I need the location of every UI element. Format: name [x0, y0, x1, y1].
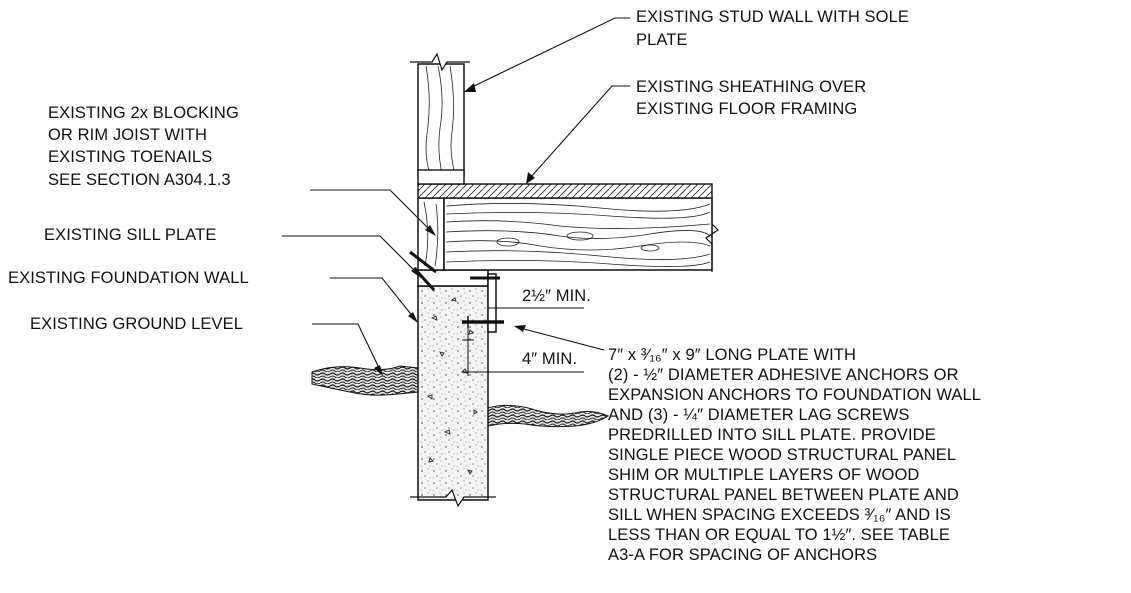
plate-note-line-2: (2) - ½″ DIAMETER ADHESIVE ANCHORS OR — [608, 366, 959, 384]
dim-sill-edge: 2½″ MIN. — [522, 287, 591, 305]
label-sheathing-line-2: EXISTING FLOOR FRAMING — [636, 100, 858, 118]
label-blocking-line-2: OR RIM JOIST WITH — [48, 126, 208, 144]
label-blocking-line-4: SEE SECTION A304.1.3 — [48, 171, 231, 189]
label-ground-level: EXISTING GROUND LEVEL — [30, 315, 243, 333]
plate-note-line-5: PREDRILLED INTO SILL PLATE. PROVIDE — [608, 426, 936, 444]
floor-joist — [443, 197, 713, 271]
ground-right — [487, 404, 610, 428]
plate-note-line-8: STRUCTURAL PANEL BETWEEN PLATE AND — [608, 486, 959, 504]
sole-plate — [417, 169, 465, 185]
plate-note-line-3: EXPANSION ANCHORS TO FOUNDATION WALL — [608, 386, 982, 404]
plate-note-line-10: LESS THAN OR EQUAL TO 1½″. SEE TABLE — [608, 526, 951, 544]
plate-note-line-9: SILL WHEN SPACING EXCEEDS ³⁄₁₆″ AND IS — [608, 506, 951, 524]
label-sill-plate: EXISTING SILL PLATE — [44, 226, 217, 244]
wood-grain — [445, 203, 711, 267]
arrowheads — [374, 83, 535, 376]
aggregate-marks — [426, 297, 478, 475]
label-blocking-line-3: EXISTING TOENAILS — [48, 148, 213, 166]
label-stud-wall-line-1: EXISTING STUD WALL WITH SOLE — [636, 8, 909, 26]
rim-joist — [417, 197, 445, 271]
plate-note-line-7: SHIM OR MULTIPLE LAYERS OF WOOD — [608, 466, 920, 484]
foundation-break — [410, 488, 496, 508]
ground-left — [311, 365, 419, 396]
dim-anchor-depth: 4″ MIN. — [522, 350, 578, 368]
label-sheathing-line-1: EXISTING SHEATHING OVER — [636, 78, 867, 96]
plate-note-line-4: AND (3) - ¼″ DIAMETER LAG SCREWS — [608, 406, 910, 424]
label-stud-wall-line-2: PLATE — [636, 31, 688, 49]
plate-note-line-11: A3-A FOR SPACING OF ANCHORS — [608, 546, 878, 564]
toenail-1 — [409, 250, 437, 274]
leader-lines — [282, 17, 630, 371]
foundation-wall — [417, 285, 489, 501]
label-blocking-line-1: EXISTING 2x BLOCKING — [48, 104, 239, 122]
plate-note-line-1: 7″ x ³⁄₁₆″ x 9″ LONG PLATE WITH — [608, 346, 856, 364]
dimension-lines — [462, 286, 584, 376]
floor-sheathing — [417, 183, 713, 199]
plate-note-line-6: SINGLE PIECE WOOD STRUCTURAL PANEL — [608, 446, 957, 464]
label-foundation-wall: EXISTING FOUNDATION WALL — [8, 269, 249, 287]
